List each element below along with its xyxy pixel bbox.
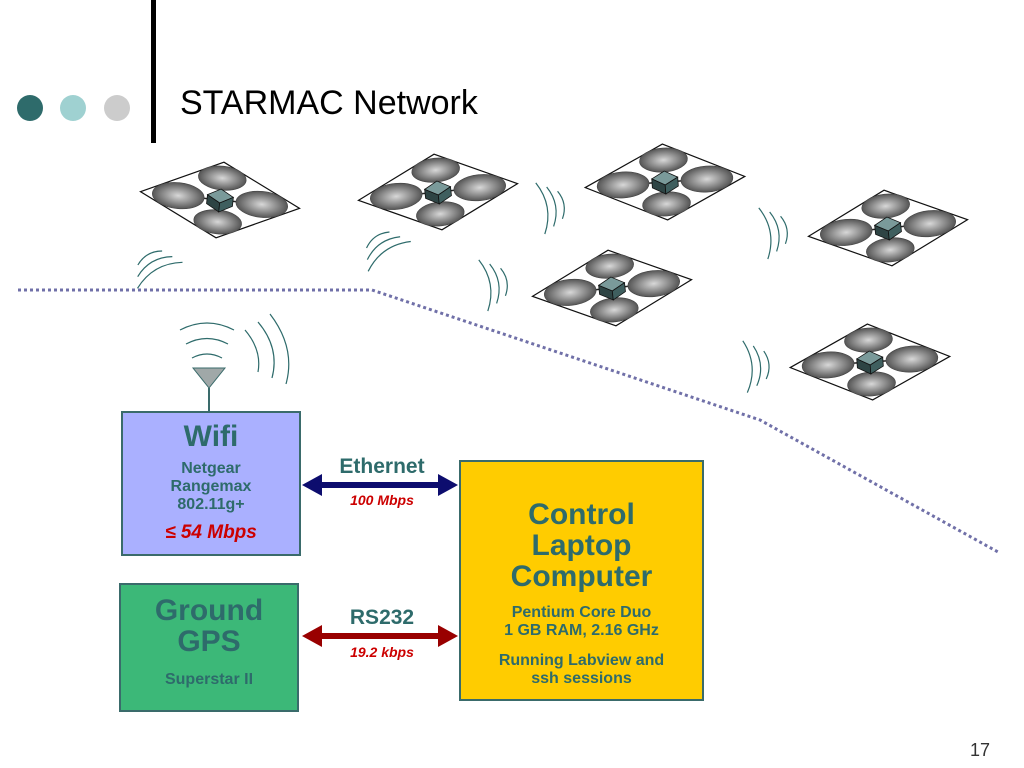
- radio-wave-icon: [124, 240, 184, 289]
- wifi-rate: ≤ 54 Mbps: [165, 522, 257, 543]
- title-dot-dark: [17, 95, 43, 121]
- radio-wave-icon: [478, 255, 513, 312]
- gps-box: Ground GPS Superstar II: [119, 583, 299, 712]
- laptop-box: Control Laptop Computer Pentium Core Duo…: [459, 460, 704, 701]
- wifi-box: Wifi Netgear Rangemax 802.11g+ ≤ 54 Mbps: [121, 411, 301, 556]
- quadrotor-icon: [581, 137, 749, 227]
- laptop-heading-line: Laptop: [531, 529, 632, 562]
- radio-wave-icon: [535, 178, 570, 235]
- ethernet-label: Ethernet: [339, 455, 425, 478]
- laptop-spec-line: 1 GB RAM, 2.16 GHz: [504, 622, 659, 639]
- gps-heading-line: GPS: [177, 625, 241, 658]
- quadrotor-icon: [353, 145, 523, 239]
- radio-wave-icon: [353, 221, 412, 272]
- gps-model: Superstar II: [164, 671, 254, 688]
- laptop-software-line: ssh sessions: [531, 670, 632, 687]
- radio-wave-icon: [758, 203, 793, 260]
- antenna-icon: [179, 313, 290, 411]
- laptop-heading-line: Control: [528, 498, 635, 531]
- wifi-heading: Wifi: [183, 420, 239, 453]
- page-number: 17: [969, 740, 990, 760]
- quadrotor-icon: [786, 317, 954, 407]
- rs232-label: RS232: [349, 606, 415, 629]
- title-dot-gray: [104, 95, 130, 121]
- page-title: STARMAC Network: [180, 84, 478, 122]
- ethernet-rate: 100 Mbps: [350, 492, 414, 508]
- wifi-device-line: Rangemax: [170, 478, 252, 495]
- ethernet-arrow: [302, 474, 458, 496]
- laptop-software-line: Running Labview and: [498, 652, 665, 669]
- title-divider: [151, 0, 156, 143]
- laptop-heading-line: Computer: [510, 560, 653, 593]
- radio-wave-icon: [742, 338, 772, 394]
- rs232-arrow: [302, 625, 458, 647]
- gps-heading-line: Ground: [154, 594, 264, 627]
- wifi-device-line: Netgear: [181, 460, 241, 477]
- boundary-line: [18, 288, 999, 554]
- wifi-device-line: 802.11g+: [177, 496, 245, 513]
- quadrotor-icon: [135, 153, 305, 247]
- rs232-rate: 19.2 kbps: [350, 644, 414, 660]
- quadrotor-icon: [527, 241, 697, 335]
- laptop-spec-line: Pentium Core Duo: [511, 604, 652, 621]
- title-dot-light: [60, 95, 86, 121]
- quadrotor-icon: [803, 181, 973, 275]
